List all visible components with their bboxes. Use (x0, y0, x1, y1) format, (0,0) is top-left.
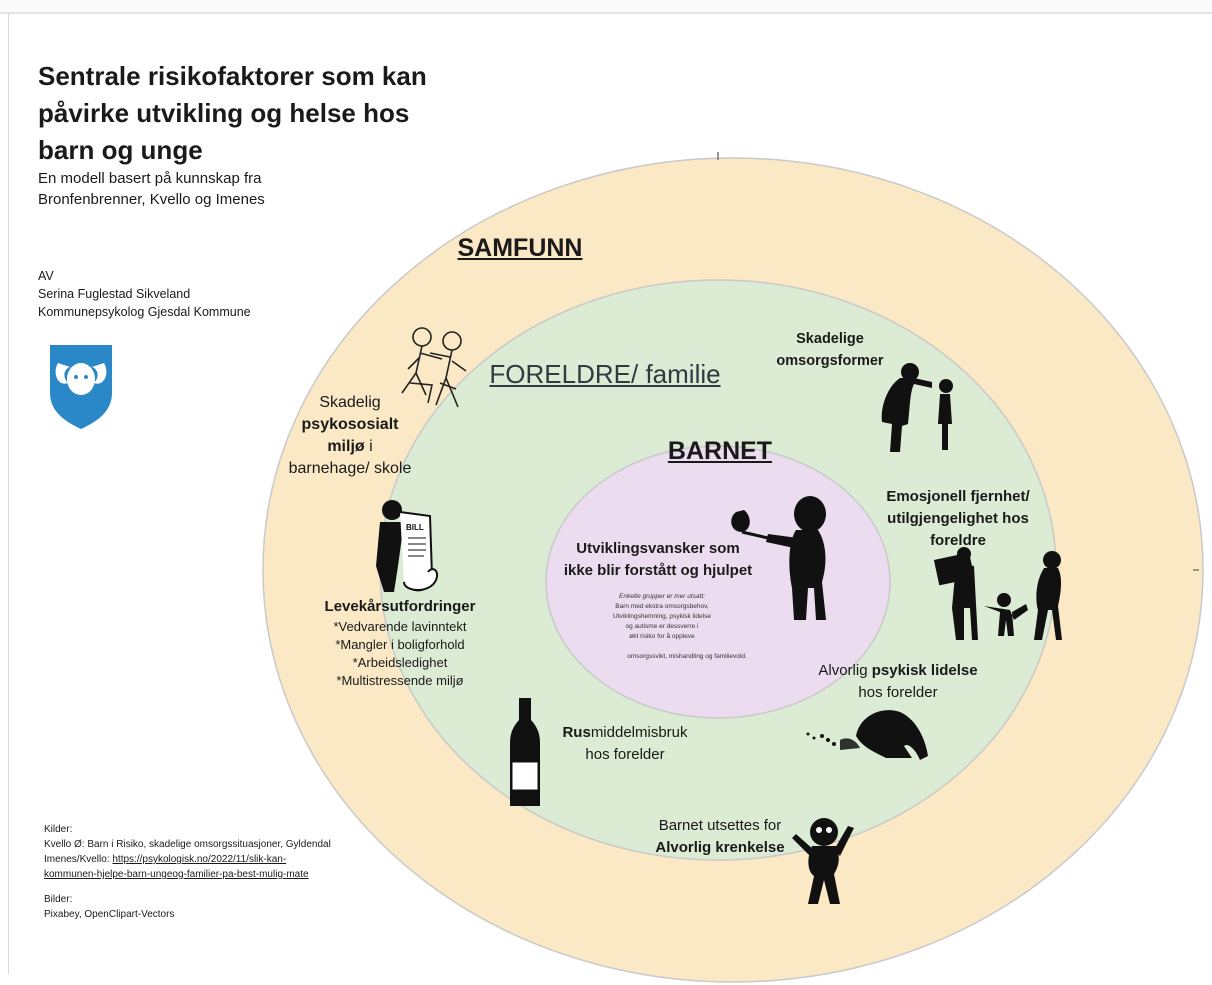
author-prefix: AV (38, 269, 54, 283)
source-imenes-link[interactable]: https://psykologisk.no/2022/11/slik-kan-… (44, 854, 309, 880)
label-line: utilgjengelighet hos (887, 510, 1029, 527)
source-imenes: Imenes/Kvello: https://psykologisk.no/20… (44, 852, 334, 882)
sources-block: Kilder: Kvello Ø: Barn i Risiko, skadeli… (44, 822, 334, 922)
author-name: Serina Fuglestad Sikveland (38, 287, 191, 301)
label-bold: miljø (327, 438, 365, 455)
distant-parents-icon (933, 547, 1062, 640)
scared-child-icon (792, 818, 854, 904)
label-line: Alvorlig psykisk lidelse (800, 660, 996, 682)
subtitle: En modell basert på kunnskap fra Bronfen… (38, 168, 358, 210)
left-border (8, 14, 9, 974)
label-line: hos forelder (858, 684, 938, 701)
images-credit: Pixabey, OpenClipart-Vectors (44, 909, 175, 920)
levekar-item: *Arbeidsledighet (352, 655, 448, 670)
label-line: miljø i (270, 436, 430, 458)
utviklingsvansker-label: Utviklingsvansker som ikke blir forstått… (548, 538, 768, 582)
label-rest: i (364, 438, 373, 455)
label-line: omsorgsformer (776, 353, 884, 369)
psykisk-lidelse-label: Alvorlig psykisk lidelse hos forelder (800, 660, 996, 704)
top-border (0, 0, 1212, 14)
author-role: Kommunepsykolog Gjesdal Kommune (38, 305, 251, 319)
sources-heading: Kilder: (44, 824, 73, 835)
psykososialt-miljo-label: Skadelig psykososialt miljø i barnehage/… (270, 392, 430, 480)
foreldre-label: FORELDRE/ familie (489, 359, 721, 389)
label-pre: Alvorlig (818, 662, 872, 679)
crouching-person-icon (806, 710, 928, 760)
levekar-heading: Levekårsutfordringer (324, 598, 476, 615)
page-title: Sentrale risikofaktorer som kan påvirke … (38, 61, 427, 165)
bill-man-icon: BILL (376, 500, 438, 592)
label-line: Utviklingsvansker som (576, 540, 740, 557)
svg-text:BILL: BILL (406, 523, 424, 532)
subtitle-line: En modell basert på kunnskap fra (38, 170, 262, 187)
bottle-icon (510, 698, 540, 806)
note-line: økt risiko for å oppleve (629, 633, 695, 640)
samfunn-label: SAMFUNN (457, 234, 583, 262)
rusmiddelmisbruk-label: Rusmiddelmisbruk hos forelder (550, 722, 700, 766)
omsorgsformer-label: Skadelige omsorgsformer (770, 328, 890, 372)
source-imenes-prefix: Imenes/Kvello: (44, 854, 113, 865)
levekar-item: *Mangler i boligforhold (335, 637, 465, 652)
levekar-item: *Multistressende miljø (336, 673, 464, 688)
label-line: psykososialt (301, 416, 399, 433)
label-line: Barnet utsettes for (658, 817, 782, 834)
crest-icon (50, 345, 112, 429)
scolding-parent-icon (881, 363, 953, 452)
note-line: Enkelte grupper er mer utsatt: (619, 593, 705, 600)
note-line: Utviklingshemning, psykisk lidelse (613, 613, 711, 620)
label-line: Emosjonell fjernhet/ (886, 488, 1030, 505)
barnet-label: BARNET (667, 437, 773, 465)
child-silhouette-icon (731, 496, 826, 620)
note-line: omsorgssvikt, mishandling og familievold… (627, 653, 747, 660)
note-line: Barn med ekstra omsorgsbehov, (615, 603, 709, 610)
label-line: Skadelig (319, 394, 381, 411)
label-bold: psykisk lidelse (871, 662, 978, 679)
images-heading: Bilder: (44, 894, 73, 905)
author-block: AV Serina Fuglestad Sikveland Kommunepsy… (38, 267, 338, 321)
label-line: foreldre (930, 532, 986, 549)
emosjonell-fjernhet-label: Emosjonell fjernhet/ utilgjengelighet ho… (868, 486, 1048, 552)
label-line: Skadelige (796, 331, 864, 347)
label-rest: middelmisbruk (590, 724, 688, 741)
label-line: Rusmiddelmisbruk (550, 722, 700, 744)
label-line: Alvorlig krenkelse (655, 839, 785, 856)
fighting-children-icon (401, 327, 467, 408)
label-line: barnehage/ skole (288, 460, 412, 477)
levekar-item: *Vedvarende lavinntekt (333, 619, 467, 634)
label-bold: Rus (562, 724, 591, 741)
risk-groups-note: Enkelte grupper er mer utsatt: Barn med … (562, 592, 762, 662)
levekar-label: Levekårsutfordringer *Vedvarende lavinnt… (300, 598, 500, 690)
source-kvello: Kvello Ø: Barn i Risiko, skadelige omsor… (44, 839, 331, 850)
subtitle-line: Bronfenbrenner, Kvello og Imenes (38, 191, 265, 208)
note-line: og autisme er dessverre i (625, 623, 699, 630)
label-line: hos forelder (585, 746, 665, 763)
krenkelse-label: Barnet utsettes for Alvorlig krenkelse (640, 815, 800, 859)
label-line: ikke blir forstått og hjulpet (563, 562, 753, 579)
